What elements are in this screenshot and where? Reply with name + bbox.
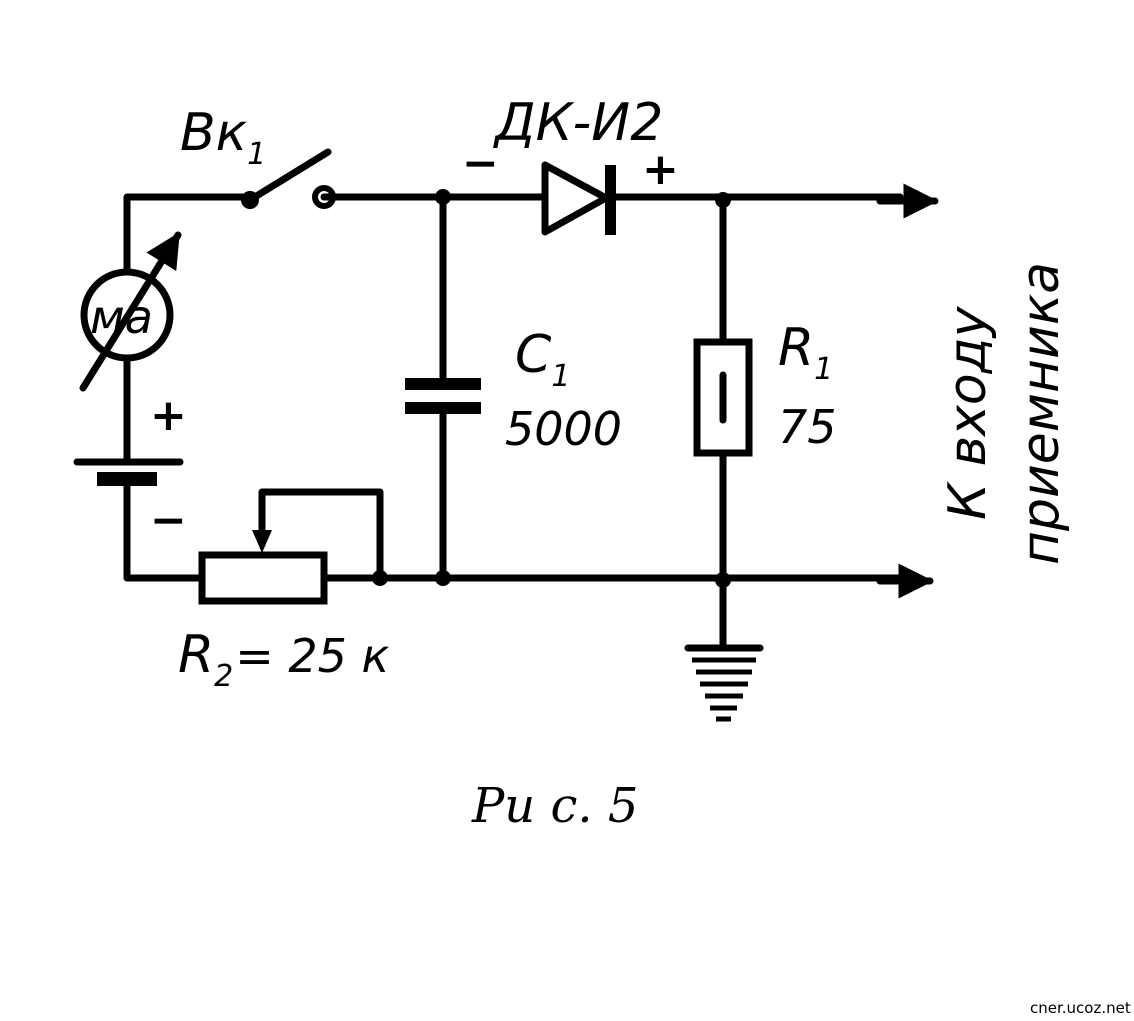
switch-symbol bbox=[241, 148, 336, 209]
milliammeter-symbol bbox=[79, 231, 182, 392]
output-label-line2: приемника bbox=[1011, 262, 1071, 565]
output-label-line1: К входу bbox=[938, 305, 998, 520]
diode-minus-sign: − bbox=[462, 138, 499, 189]
wire-wiper-loop bbox=[258, 488, 384, 582]
junction-dots bbox=[372, 189, 731, 588]
resistor1-label: R1 bbox=[778, 318, 833, 387]
potentiometer-r2-symbol bbox=[198, 530, 328, 605]
battery-symbol bbox=[73, 458, 184, 486]
switch-label: Вк1 bbox=[180, 103, 266, 172]
capacitor-value: 5000 bbox=[505, 402, 622, 456]
resistor-r1-symbol bbox=[693, 338, 753, 457]
resistor2-label: R2= 25 к bbox=[178, 625, 390, 694]
diode-label: ДК-И2 bbox=[493, 93, 663, 153]
watermark: cner.ucoz.net bbox=[1030, 999, 1131, 1017]
meter-label: ма bbox=[90, 290, 153, 344]
wire-left-top bbox=[123, 193, 254, 276]
wire-left-bottom bbox=[123, 481, 206, 582]
figure-caption: Ри с. 5 bbox=[471, 778, 638, 834]
ground-symbol bbox=[684, 644, 764, 722]
battery-plus-sign: + bbox=[150, 390, 187, 441]
capacitor-label: C1 bbox=[515, 325, 570, 394]
capacitor-c1-symbol bbox=[405, 378, 481, 414]
resistor1-value: 75 bbox=[778, 400, 837, 454]
battery-minus-sign: − bbox=[150, 495, 187, 546]
diode-symbol bbox=[541, 161, 616, 236]
diode-plus-sign: + bbox=[642, 144, 679, 195]
wires bbox=[123, 193, 904, 649]
